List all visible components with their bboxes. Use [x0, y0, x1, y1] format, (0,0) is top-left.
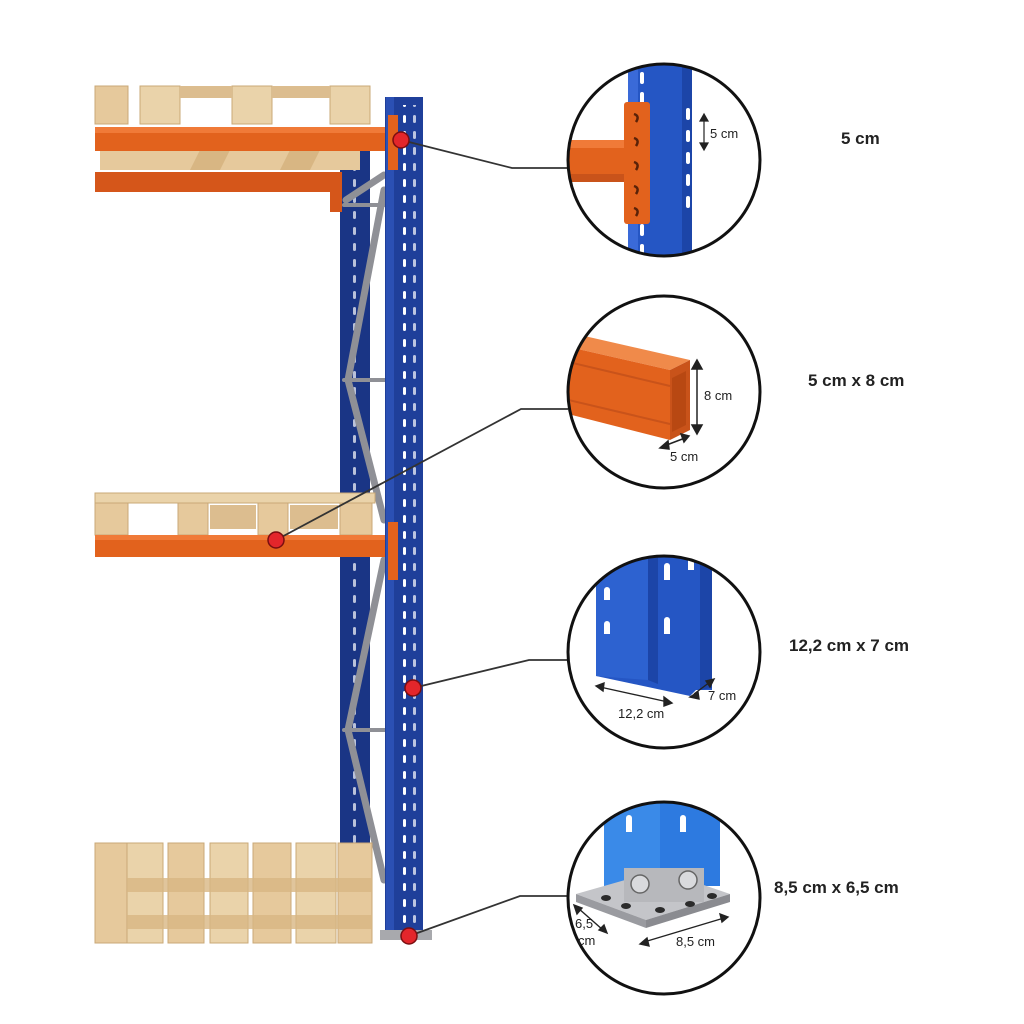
dimension-label-beam-connector: 5 cm — [841, 129, 880, 148]
callout-text: 8,5 cm — [676, 934, 715, 949]
markers — [267, 131, 422, 945]
callout-text: 12,2 cm — [618, 706, 664, 721]
dimension-label-base-plate: 8,5 cm x 6,5 cm — [774, 878, 899, 897]
pallet-bottom — [94, 842, 373, 944]
dimension-label-upright-profile: 12,2 cm x 7 cm — [789, 636, 910, 655]
callout-text: 5 cm — [670, 449, 698, 464]
detail-circle-beam-connector: 5 cm — [566, 62, 762, 258]
callout-text: 6,5 — [575, 916, 593, 931]
detail-circle-upright-profile: 12,2 cm 7 cm — [566, 554, 762, 750]
beam-level-1 — [95, 112, 399, 212]
marker-beam-profile[interactable] — [267, 531, 285, 549]
callout-text: 8 cm — [704, 388, 732, 403]
marker-base-plate[interactable] — [400, 927, 418, 945]
marker-beam-connector[interactable] — [392, 131, 410, 149]
callout-text: cm — [578, 933, 595, 948]
rack — [94, 85, 432, 944]
dimension-label-beam-profile: 5 cm x 8 cm — [808, 371, 905, 390]
pallet-top — [94, 85, 371, 170]
leader-lines — [275, 139, 568, 937]
detail-circle-beam-profile: 8 cm 5 cm — [566, 294, 762, 490]
frame-bracing — [342, 171, 390, 884]
callout-text: 5 cm — [710, 126, 738, 141]
marker-upright-profile[interactable] — [404, 679, 422, 697]
callout-text: 7 cm — [708, 688, 736, 703]
pallet-middle — [94, 492, 376, 536]
detail-circle-base-plate: 6,5 cm 8,5 cm — [566, 800, 762, 996]
